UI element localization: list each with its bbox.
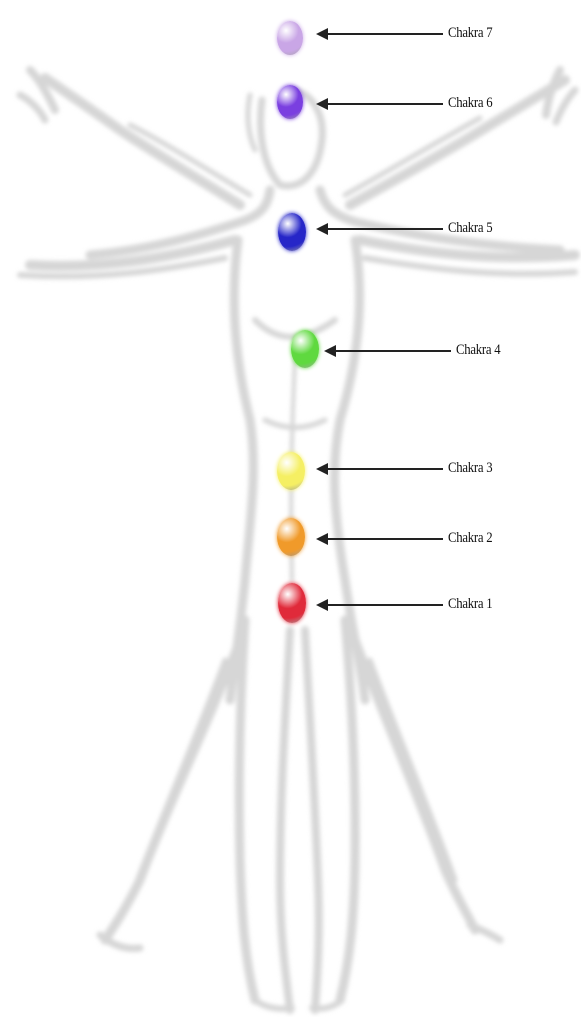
chakra-7-label: Chakra 7 bbox=[448, 25, 492, 42]
chakra-1-orb bbox=[278, 583, 306, 623]
chakra-7-orb bbox=[277, 21, 303, 55]
chakra-4-label: Chakra 4 bbox=[456, 342, 500, 359]
chakra-2-label: Chakra 2 bbox=[448, 530, 492, 547]
chakra-4-arrow bbox=[326, 350, 451, 352]
chakra-2-orb bbox=[277, 518, 305, 556]
chakra-6-orb bbox=[277, 85, 303, 119]
chakra-1-arrow bbox=[318, 604, 443, 606]
chakra-6-arrow bbox=[318, 103, 443, 105]
chakra-3-arrow bbox=[318, 468, 443, 470]
chakra-3-orb bbox=[277, 452, 305, 490]
chakra-7-arrow bbox=[318, 33, 443, 35]
chakra-5-label: Chakra 5 bbox=[448, 220, 492, 237]
chakra-4-orb bbox=[291, 330, 319, 368]
chakra-5-orb bbox=[278, 213, 306, 251]
chakra-5-arrow bbox=[318, 228, 443, 230]
chakra-1-label: Chakra 1 bbox=[448, 596, 492, 613]
chakra-2-arrow bbox=[318, 538, 443, 540]
chakra-6-label: Chakra 6 bbox=[448, 95, 492, 112]
chakra-3-label: Chakra 3 bbox=[448, 460, 492, 477]
